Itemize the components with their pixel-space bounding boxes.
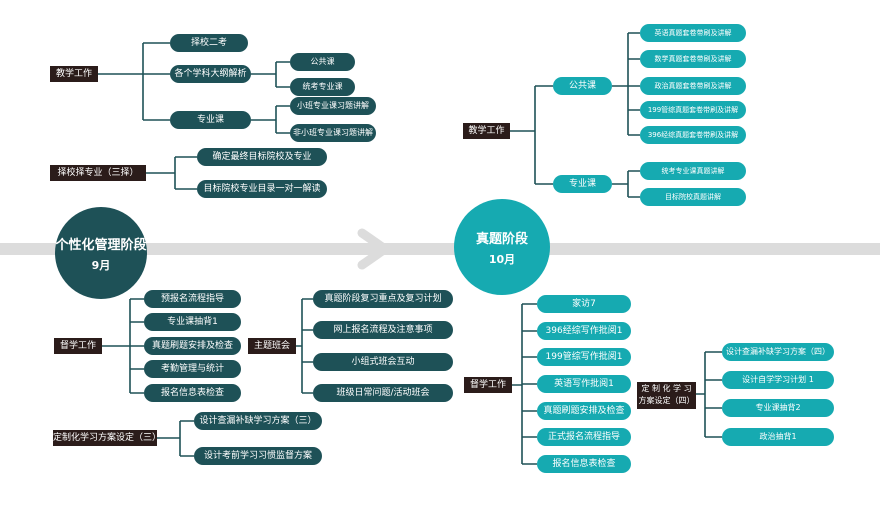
stage1-school-choice-item: 目标院校专业目录一对一解读 <box>197 180 327 198</box>
stage1-supervision-item: 报名信息表检查 <box>144 384 241 402</box>
stage1-theme-meeting-item: 真题阶段复习重点及复习计划 <box>313 290 453 308</box>
stage2-public-sub: 政治真题套卷带刷及讲解 <box>640 77 746 95</box>
stage2-supervision-item: 家访7 <box>537 295 631 313</box>
stage2-custom-plan-item: 设计自学学习计划 1 <box>722 371 834 389</box>
stage2-supervision-item: 真题刷题安排及检查 <box>537 402 631 420</box>
stage1-theme-meeting-label: 主题班会 <box>248 338 296 354</box>
stage2-supervision-item: 英语写作批阅1 <box>537 375 631 393</box>
chevron-right-icon <box>357 228 390 270</box>
stage1-supervision-label: 督学工作 <box>54 338 102 354</box>
stage2-custom-plan-label-line1: 定 制 化 学 习 <box>641 384 692 393</box>
stage2-major-sub: 统考专业课真题讲解 <box>640 162 746 180</box>
timeline-band <box>0 243 880 255</box>
stage2-supervision-item: 正式报名流程指导 <box>537 428 631 446</box>
stage2-supervision-item: 199管综写作批阅1 <box>537 348 631 366</box>
stage1-title: 个性化管理阶段 <box>55 237 147 253</box>
stage1-supervision-item: 考勤管理与统计 <box>144 360 241 378</box>
stage1-supervision-item: 预报名流程指导 <box>144 290 241 308</box>
stage1-custom-plan-label: 定制化学习方案设定（三） <box>53 430 157 446</box>
stage2-custom-plan-item: 政治抽背1 <box>722 428 834 446</box>
stage2-public-sub: 英语真题套卷带刷及讲解 <box>640 24 746 42</box>
stage1-circle: 个性化管理阶段 9月 <box>55 207 147 299</box>
stage2-month: 10月 <box>488 252 516 266</box>
stage1-supervision-item: 专业课抽背1 <box>144 313 241 331</box>
stage2-supervision-item: 396经综写作批阅1 <box>537 322 631 340</box>
stage1-month: 9月 <box>91 258 111 272</box>
stage1-teaching-item: 择校二考 <box>170 34 248 52</box>
stage2-teaching-item: 公共课 <box>553 77 612 95</box>
stage2-circle: 真题阶段 10月 <box>454 199 550 295</box>
stage1-supervision-item: 真题刷题安排及检查 <box>144 337 241 355</box>
stage1-custom-plan-item: 设计考前学习习惯监督方案 <box>194 447 322 465</box>
stage1-teaching-item: 专业课 <box>170 111 251 129</box>
stage2-custom-plan-label: 定 制 化 学 习 方案设定（四） <box>637 382 696 409</box>
stage2-public-sub: 199管综真题套卷带刷及讲解 <box>640 101 746 119</box>
stage2-custom-plan-item: 专业课抽背2 <box>722 399 834 417</box>
stage1-major-sub: 非小班专业课习题讲解 <box>290 124 376 142</box>
stage2-public-sub: 数学真题套卷带刷及讲解 <box>640 50 746 68</box>
stage1-teaching-label: 教学工作 <box>50 66 98 82</box>
stage2-custom-plan-item: 设计查漏补缺学习方案（四） <box>722 343 834 361</box>
stage1-theme-meeting-item: 网上报名流程及注意事项 <box>313 321 453 339</box>
stage1-major-sub: 小班专业课习题讲解 <box>290 97 376 115</box>
stage1-custom-plan-item: 设计查漏补缺学习方案（三） <box>194 412 322 430</box>
stage2-teaching-label: 教学工作 <box>463 123 510 139</box>
stage1-syllabus-sub: 公共课 <box>290 53 355 71</box>
stage1-theme-meeting-item: 班级日常问题/活动班会 <box>313 384 453 402</box>
stage1-teaching-item: 各个学科大纲解析 <box>170 65 251 83</box>
stage2-title: 真题阶段 <box>475 231 528 247</box>
stage1-school-choice-label: 择校择专业（三择） <box>50 165 146 181</box>
stage2-supervision-item: 报名信息表检查 <box>537 455 631 473</box>
stage1-school-choice-item: 确定最终目标院校及专业 <box>197 148 327 166</box>
stage2-custom-plan-label-line2: 方案设定（四） <box>638 396 695 405</box>
stage1-theme-meeting-item: 小组式班会互动 <box>313 353 453 371</box>
stage2-major-sub: 目标院校真题讲解 <box>640 188 746 206</box>
stage2-supervision-label: 督学工作 <box>464 377 512 393</box>
stage2-teaching-item: 专业课 <box>553 175 612 193</box>
stage1-syllabus-sub: 统考专业课 <box>290 78 355 96</box>
stage2-public-sub: 396经综真题套卷带刷及讲解 <box>640 126 746 144</box>
